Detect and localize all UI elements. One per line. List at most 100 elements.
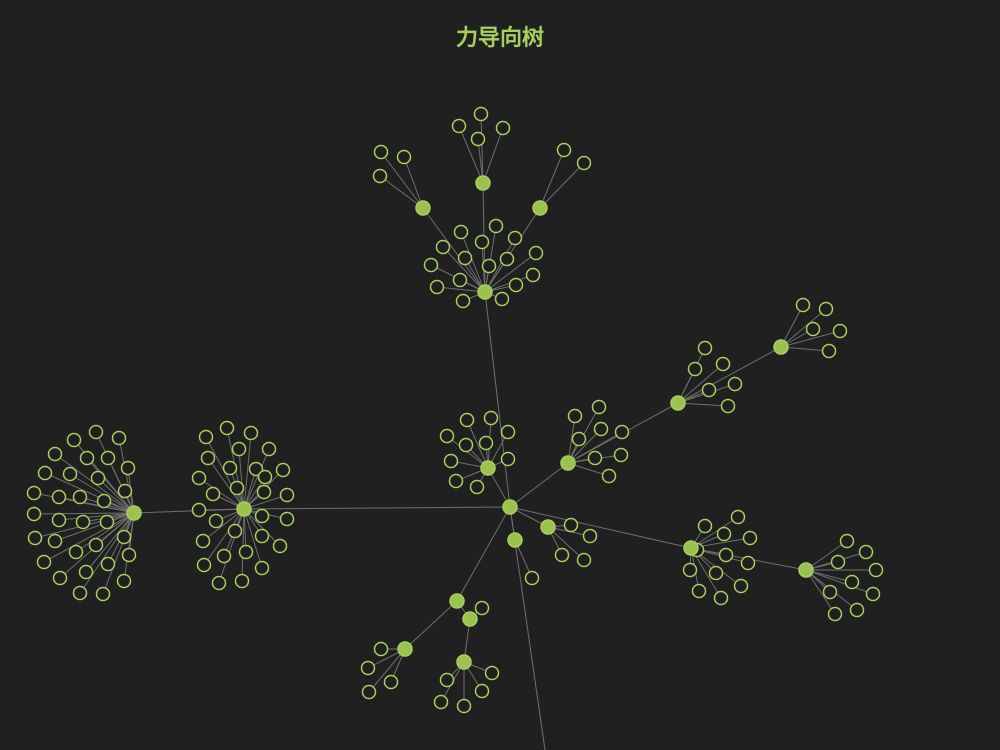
leaf-node[interactable] — [248, 461, 264, 477]
leaf-node[interactable] — [601, 468, 617, 484]
leaf-node[interactable] — [525, 267, 541, 283]
leaf-node[interactable] — [455, 293, 471, 309]
leaf-node[interactable] — [396, 149, 412, 165]
branch-node[interactable] — [397, 641, 413, 657]
leaf-node[interactable] — [231, 441, 247, 457]
leaf-node[interactable] — [469, 479, 485, 495]
leaf-node[interactable] — [822, 584, 838, 600]
leaf-node[interactable] — [499, 251, 515, 267]
leaf-node[interactable] — [576, 155, 592, 171]
leaf-node[interactable] — [219, 420, 235, 436]
leaf-node[interactable] — [216, 548, 232, 564]
leaf-node[interactable] — [383, 674, 399, 690]
leaf-node[interactable] — [26, 506, 42, 522]
leaf-node[interactable] — [191, 470, 207, 486]
leaf-node[interactable] — [373, 144, 389, 160]
branch-node[interactable] — [126, 505, 142, 521]
leaf-node[interactable] — [423, 257, 439, 273]
leaf-node[interactable] — [708, 565, 724, 581]
leaf-node[interactable] — [99, 514, 115, 530]
leaf-node[interactable] — [456, 698, 472, 714]
leaf-node[interactable] — [117, 483, 133, 499]
leaf-node[interactable] — [254, 508, 270, 524]
leaf-node[interactable] — [716, 526, 732, 542]
leaf-node[interactable] — [474, 683, 490, 699]
leaf-node[interactable] — [507, 230, 523, 246]
branch-node[interactable] — [502, 499, 518, 515]
branch-node[interactable] — [670, 395, 686, 411]
leaf-node[interactable] — [474, 600, 490, 616]
leaf-node[interactable] — [827, 606, 843, 622]
leaf-node[interactable] — [222, 460, 238, 476]
leaf-node[interactable] — [452, 272, 468, 288]
leaf-node[interactable] — [26, 485, 42, 501]
leaf-node[interactable] — [208, 513, 224, 529]
leaf-node[interactable] — [458, 437, 474, 453]
leaf-node[interactable] — [591, 399, 607, 415]
leaf-node[interactable] — [36, 554, 52, 570]
leaf-node[interactable] — [66, 432, 82, 448]
leaf-node[interactable] — [100, 556, 116, 572]
leaf-node[interactable] — [483, 410, 499, 426]
leaf-node[interactable] — [116, 529, 132, 545]
leaf-node[interactable] — [697, 518, 713, 534]
leaf-node[interactable] — [849, 602, 865, 618]
leaf-node[interactable] — [47, 446, 63, 462]
leaf-node[interactable] — [473, 106, 489, 122]
leaf-node[interactable] — [858, 544, 874, 560]
leaf-node[interactable] — [78, 564, 94, 580]
leaf-node[interactable] — [718, 547, 734, 563]
leaf-node[interactable] — [90, 470, 106, 486]
leaf-node[interactable] — [481, 258, 497, 274]
leaf-node[interactable] — [79, 450, 95, 466]
leaf-node[interactable] — [272, 538, 288, 554]
leaf-node[interactable] — [68, 544, 84, 560]
leaf-node[interactable] — [205, 486, 221, 502]
leaf-node[interactable] — [211, 575, 227, 591]
leaf-node[interactable] — [459, 412, 475, 428]
leaf-node[interactable] — [613, 447, 629, 463]
leaf-node[interactable] — [494, 291, 510, 307]
leaf-node[interactable] — [571, 431, 587, 447]
branch-node[interactable] — [449, 593, 465, 609]
leaf-node[interactable] — [742, 530, 758, 546]
leaf-node[interactable] — [795, 297, 811, 313]
leaf-node[interactable] — [495, 120, 511, 136]
leaf-node[interactable] — [484, 665, 500, 681]
leaf-node[interactable] — [554, 547, 570, 563]
leaf-node[interactable] — [844, 574, 860, 590]
leaf-node[interactable] — [191, 502, 207, 518]
leaf-node[interactable] — [433, 694, 449, 710]
leaf-node[interactable] — [372, 168, 388, 184]
leaf-node[interactable] — [576, 552, 592, 568]
leaf-node[interactable] — [821, 343, 837, 359]
leaf-node[interactable] — [868, 562, 884, 578]
leaf-node[interactable] — [37, 465, 53, 481]
leaf-node[interactable] — [75, 514, 91, 530]
leaf-node[interactable] — [614, 424, 630, 440]
leaf-node[interactable] — [474, 234, 490, 250]
leaf-node[interactable] — [713, 590, 729, 606]
leaf-node[interactable] — [27, 530, 43, 546]
leaf-node[interactable] — [682, 562, 698, 578]
leaf-node[interactable] — [832, 323, 848, 339]
branch-node[interactable] — [236, 501, 252, 517]
branch-node[interactable] — [773, 339, 789, 355]
leaf-node[interactable] — [51, 489, 67, 505]
leaf-node[interactable] — [524, 570, 540, 586]
leaf-node[interactable] — [830, 554, 846, 570]
leaf-node[interactable] — [120, 460, 136, 476]
leaf-node[interactable] — [198, 429, 214, 445]
branch-node[interactable] — [415, 200, 431, 216]
leaf-node[interactable] — [279, 487, 295, 503]
branch-node[interactable] — [683, 540, 699, 556]
leaf-node[interactable] — [508, 277, 524, 293]
leaf-node[interactable] — [360, 660, 376, 676]
leaf-node[interactable] — [373, 641, 389, 657]
branch-node[interactable] — [540, 519, 556, 535]
leaf-node[interactable] — [439, 672, 455, 688]
leaf-node[interactable] — [818, 301, 834, 317]
leaf-node[interactable] — [96, 493, 112, 509]
leaf-node[interactable] — [733, 578, 749, 594]
